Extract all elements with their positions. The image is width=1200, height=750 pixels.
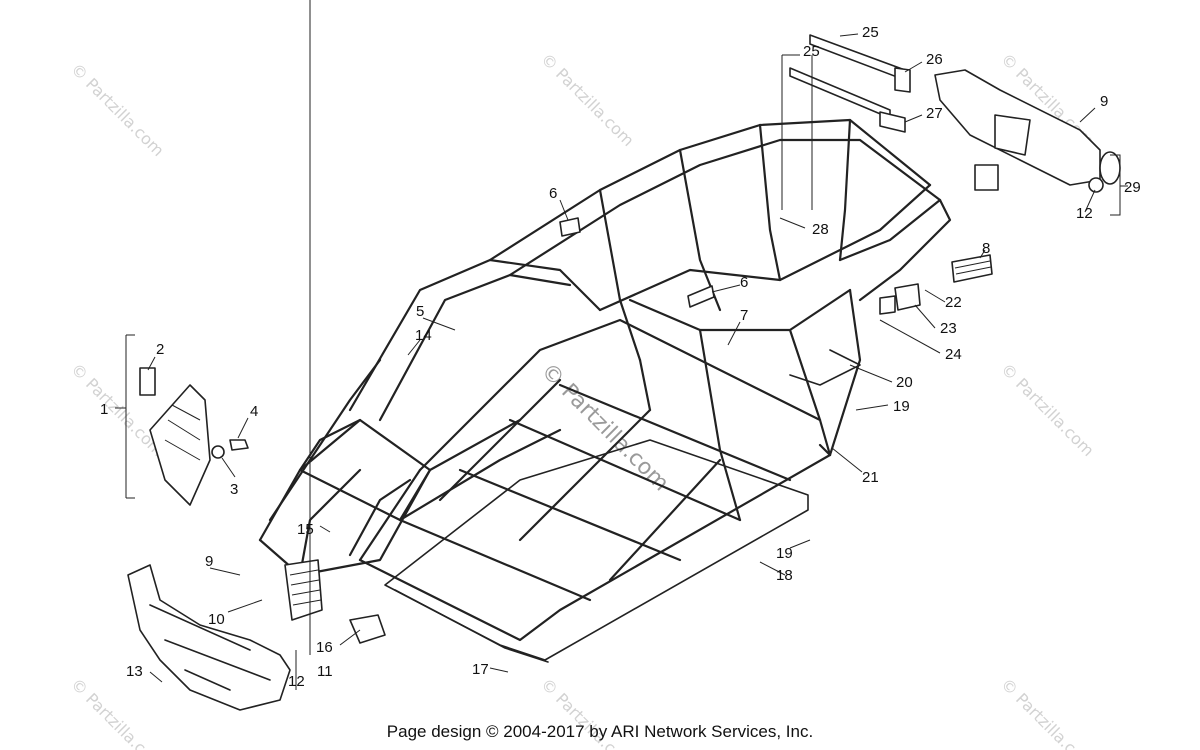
copyright-footer: Page design © 2004-2017 by ARI Network S… (386, 722, 814, 741)
callout: 23 (940, 320, 957, 337)
callout: 17 (472, 661, 489, 678)
callout: 21 (862, 469, 879, 486)
leader-lines (115, 0, 1128, 690)
callout: 13 (126, 663, 143, 680)
callout: 9 (1100, 93, 1108, 110)
callout: 19 (893, 398, 910, 415)
callout: 28 (812, 221, 829, 238)
callout: 1 (100, 401, 108, 418)
skid-plate (384, 349, 861, 663)
side-panel (139, 367, 249, 506)
callout: 27 (926, 105, 943, 122)
callout: 16 (316, 639, 333, 656)
seat-decals (559, 217, 715, 308)
callout: 24 (945, 346, 962, 363)
callout: 6 (549, 185, 557, 202)
callout: 29 (1124, 179, 1141, 196)
headlight-bracket (284, 559, 386, 644)
callout: 19 (776, 545, 793, 562)
watermark: © Partzilla.com (537, 49, 638, 150)
callouts: 1 2 3 4 5 6 6 7 8 9 9 10 11 12 12 13 14 … (100, 24, 1141, 690)
callout: 11 (317, 663, 333, 680)
callout: 26 (926, 51, 943, 68)
main-frame (258, 118, 952, 642)
callout: 15 (297, 521, 314, 538)
rear-brackets (789, 34, 911, 133)
callout: 12 (1076, 205, 1093, 222)
callout: 6 (740, 274, 748, 291)
callout: 5 (416, 303, 424, 320)
callout: 25 (862, 24, 879, 41)
callout: 22 (945, 294, 962, 311)
watermark: © Partzilla.com (67, 59, 168, 160)
warning-decal (951, 254, 993, 283)
rear-mount-bracket (879, 283, 921, 315)
callout: 2 (156, 341, 164, 358)
callout: 4 (250, 403, 258, 420)
callout: 7 (740, 307, 748, 324)
callout: 9 (205, 553, 213, 570)
callout: 20 (896, 374, 913, 391)
callout: 3 (230, 481, 238, 498)
watermark-center: © Partzilla.com (536, 359, 674, 497)
callout: 10 (208, 611, 225, 628)
watermark: © Partzilla.com (997, 359, 1098, 460)
callout: 14 (415, 327, 432, 344)
callout: 25 (803, 43, 820, 60)
callout: 18 (776, 567, 793, 584)
callout: 12 (288, 673, 305, 690)
rear-bumper (934, 69, 1121, 193)
front-bumper (127, 564, 291, 711)
callout: 8 (982, 240, 990, 257)
